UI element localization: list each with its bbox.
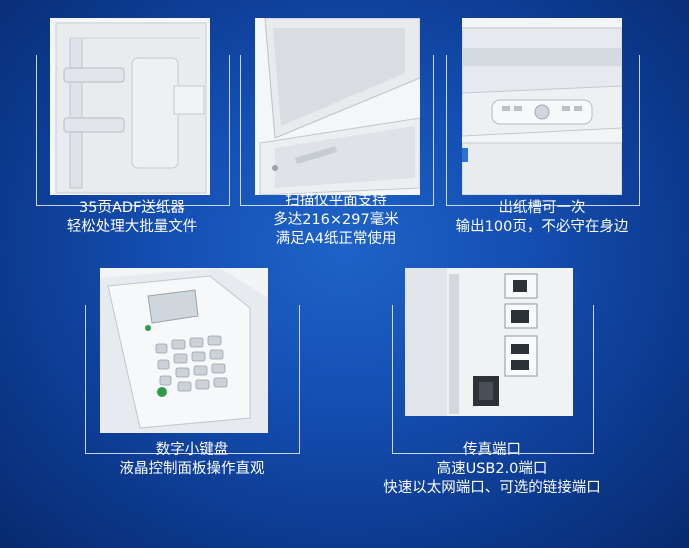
caption-line: 出纸槽可一次 xyxy=(498,200,586,216)
feature-frame-scanner xyxy=(240,55,434,206)
feature-frame-adf xyxy=(36,55,230,206)
feature-frame-ports xyxy=(392,305,594,454)
ports-image xyxy=(405,268,573,416)
caption-line: 传真端口 xyxy=(463,442,521,458)
feature-caption-output: 出纸槽可一次 输出100页，不必守在身边 xyxy=(430,199,654,237)
caption-line: 满足A4纸正常使用 xyxy=(275,231,397,247)
keypad-image xyxy=(100,268,268,433)
caption-line: 液晶控制面板操作直观 xyxy=(119,461,265,477)
feature-frame-output xyxy=(446,55,640,206)
caption-line: 多达216×297毫米 xyxy=(273,212,399,228)
caption-line: 输出100页，不必守在身边 xyxy=(455,219,629,235)
feature-caption-ports: 传真端口 高速USB2.0端口 快速以太网端口、可选的链接端口 xyxy=(364,441,620,498)
feature-caption-keypad: 数字小键盘 液晶控制面板操作直观 xyxy=(80,441,304,479)
caption-line: 35页ADF送纸器 xyxy=(79,200,185,216)
output-tray-image xyxy=(462,18,622,195)
feature-frame-keypad xyxy=(85,305,300,454)
scanner-image xyxy=(255,18,420,195)
adf-image xyxy=(50,18,210,195)
caption-line: 轻松处理大批量文件 xyxy=(66,219,198,235)
feature-caption-scanner: 扫描仪平面支持 多达216×297毫米 满足A4纸正常使用 xyxy=(224,192,448,249)
caption-line: 数字小键盘 xyxy=(155,442,229,458)
caption-line: 高速USB2.0端口 xyxy=(436,461,548,477)
caption-line: 快速以太网端口、可选的链接端口 xyxy=(383,480,601,496)
feature-caption-adf: 35页ADF送纸器 轻松处理大批量文件 xyxy=(20,199,244,237)
caption-line: 扫描仪平面支持 xyxy=(285,193,387,209)
